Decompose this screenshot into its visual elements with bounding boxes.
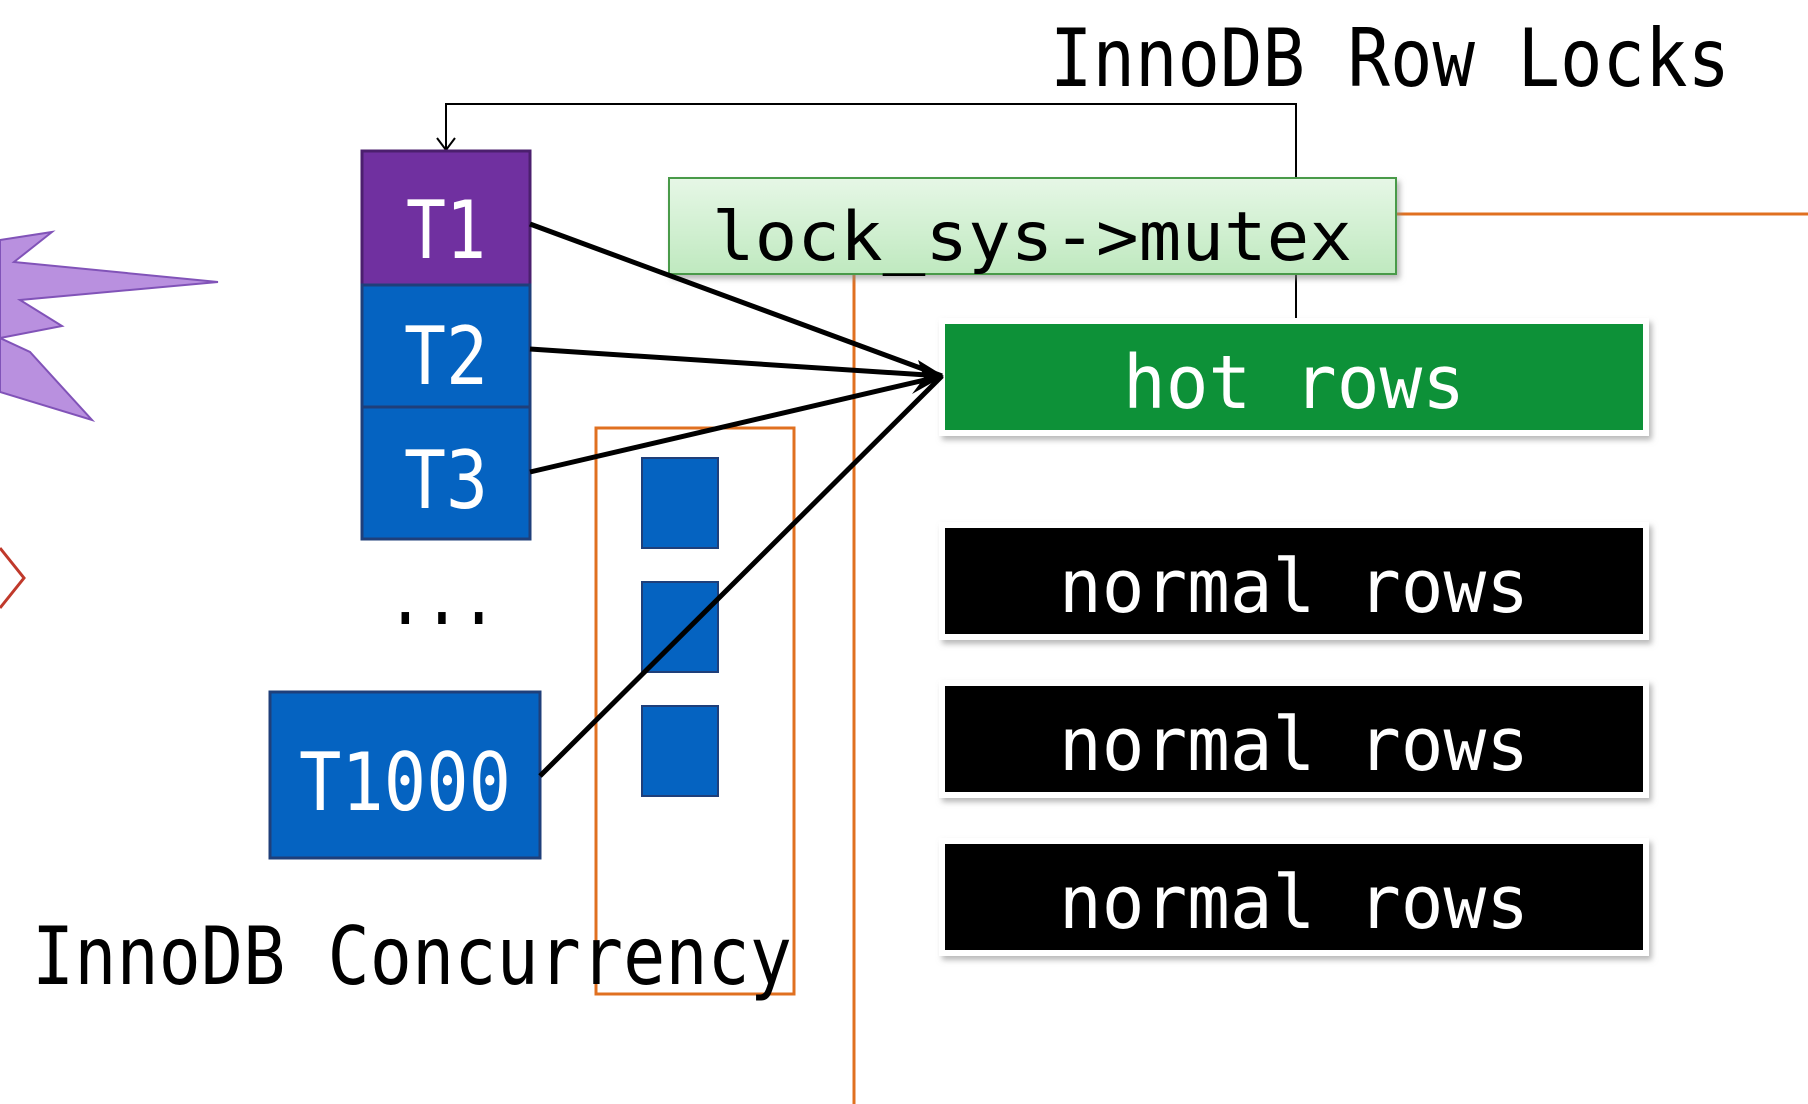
- arrow-t2-to-hot-rows: [529, 346, 943, 379]
- normal-rows-box: [939, 522, 1649, 640]
- normal-rows-box: [939, 838, 1649, 956]
- arrow-t3-to-hot-rows: [529, 373, 943, 475]
- arrow-t1-to-hot-rows: [529, 221, 943, 379]
- thread-label-t1000: T1000: [299, 736, 511, 829]
- arrowhead-hot-rows: [912, 360, 944, 394]
- normal-rows-label: normal rows: [1059, 544, 1529, 630]
- concurrency-queue-box: [594, 426, 796, 996]
- thread-box-t3: [360, 405, 532, 541]
- thread-box-t1: [360, 149, 532, 287]
- concurrency-title: InnoDB Concurrency: [32, 910, 792, 1003]
- mutex-label: lock_sys->mutex: [712, 198, 1352, 277]
- normal-rows-label: normal rows: [1059, 702, 1529, 788]
- thread-arrows: [529, 221, 944, 778]
- normal-rows-label: normal rows: [1059, 860, 1529, 946]
- queue-slot: [641, 457, 719, 549]
- thread-ellipsis: ...: [387, 550, 497, 643]
- normal-rows-box: [939, 680, 1649, 798]
- thread-label-t3: T3: [404, 434, 488, 527]
- queue-slot: [641, 705, 719, 797]
- chevron-right-icon: [0, 547, 26, 609]
- mutex-box: [668, 177, 1397, 275]
- arrow-t1000-to-hot-rows: [538, 374, 944, 778]
- thread-box-t2: [360, 283, 532, 409]
- row-locks-title: InnoDB Row Locks: [1050, 12, 1730, 105]
- queue-slot: [641, 581, 719, 673]
- burst-shape: [0, 230, 219, 423]
- thread-label-t2: T2: [404, 310, 488, 403]
- thread-box-t1000: [268, 690, 542, 860]
- hot-rows-label: hot rows: [1123, 340, 1465, 426]
- thread-label-t1: T1: [406, 184, 486, 277]
